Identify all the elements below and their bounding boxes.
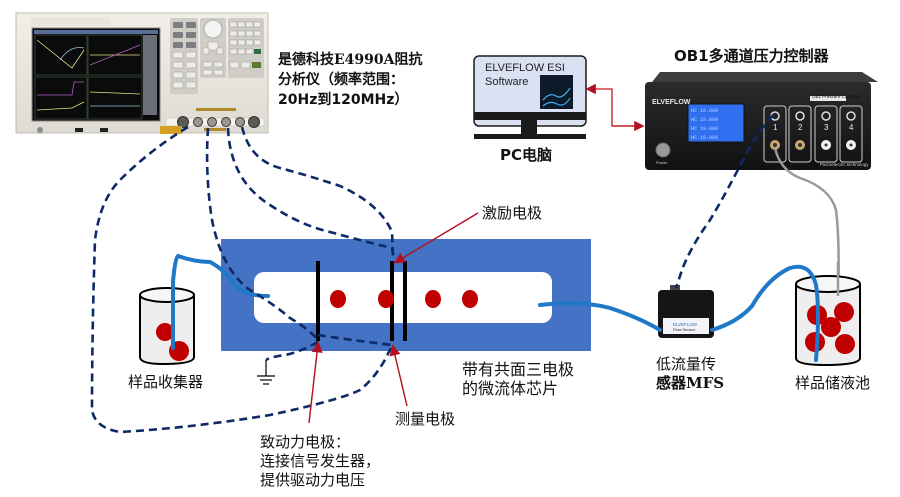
pc-link-arrow-left xyxy=(585,83,642,127)
analyzer-label-line1: 是德科技E4990A阻抗 xyxy=(278,52,423,68)
excitation-electrode-label: 激励电极 xyxy=(482,204,543,222)
svg-text:HC 10.000: HC 10.000 xyxy=(691,126,718,132)
channel-3: 3 xyxy=(824,123,829,132)
driving-pointer xyxy=(308,341,323,424)
driving-electrode xyxy=(316,261,320,341)
signal-cables xyxy=(90,114,774,434)
sample-collector xyxy=(139,287,195,366)
chip-label-line2: 的微流体芯片 xyxy=(462,379,559,398)
analyzer-label-line2: 分析仪（频率范围： xyxy=(278,72,404,88)
controller-brand: ELVEFLOW xyxy=(652,99,691,106)
pc-screen-line1: ELVEFLOW ESI xyxy=(485,62,565,74)
controller-power: Power xyxy=(656,160,668,165)
analyzer-screen xyxy=(34,34,157,120)
flow-sensor-label-line2: 感器MFS xyxy=(656,374,725,392)
svg-text:Flow Sensor: Flow Sensor xyxy=(673,327,696,332)
svg-text:HC 10.000: HC 10.000 xyxy=(691,108,718,114)
channel-2: 2 xyxy=(798,123,803,132)
pc-label: PC电脑 xyxy=(500,146,553,164)
svg-text:HC 10.000: HC 10.000 xyxy=(691,135,718,141)
flow-sensor-label: 低流量传 感器MFS xyxy=(656,355,724,393)
svg-text:HC 10.000: HC 10.000 xyxy=(691,117,718,123)
particles xyxy=(330,290,478,308)
chip-label-line1: 带有共面三电极 xyxy=(462,360,575,379)
pc-screen-text: ELVEFLOW ESI Software xyxy=(485,61,565,89)
pc-monitor xyxy=(473,55,587,139)
driving-label-line2: 连接信号发生器， xyxy=(260,452,381,470)
fluid-tubing xyxy=(171,253,820,362)
measurement-pointer xyxy=(389,344,408,407)
svg-text:ELVEFLOW: ELVEFLOW xyxy=(673,322,698,327)
analyzer-terminals xyxy=(177,116,260,128)
driving-label-line1: 致动力电极： xyxy=(260,433,351,451)
driving-label-line3: 提供驱动力电压 xyxy=(260,471,366,489)
reservoir-label: 样品储液池 xyxy=(795,374,871,392)
flow-sensor-label-line1: 低流量传 xyxy=(656,355,717,373)
chip-label: 带有共面三电极 的微流体芯片 xyxy=(462,360,574,398)
controller-panel-label: OB1 Pressure Controller xyxy=(812,94,862,99)
microfluidic-chip xyxy=(221,239,591,351)
flow-sensor-mfs: ELVEFLOW Flow Sensor xyxy=(658,285,714,338)
ground-icon xyxy=(257,360,275,385)
electrode-pointers xyxy=(308,212,479,424)
analyzer-label: 是德科技E4990A阻抗 分析仪（频率范围： 20Hz到120MHz） xyxy=(278,50,423,110)
excitation-pointer xyxy=(393,212,479,264)
pc-screen-line2: Software xyxy=(485,76,529,88)
measurement-electrode-label: 测量电极 xyxy=(395,410,456,428)
pressure-tube xyxy=(773,147,840,311)
ob1-controller: HC 10.000 HC 10.000 HC 10.000 HC 10.000 xyxy=(645,72,878,170)
channel-1: 1 xyxy=(773,123,778,132)
driving-electrode-label: 致动力电极： 连接信号发生器， 提供驱动力电压 xyxy=(260,433,380,490)
collector-label: 样品收集器 xyxy=(128,373,204,391)
impedance-analyzer xyxy=(15,12,269,134)
controller-footer: Piezoelectric technology xyxy=(820,162,869,167)
controller-title: OB1多通道压力控制器 xyxy=(674,47,829,65)
excitation-electrode xyxy=(403,261,407,341)
channel-4: 4 xyxy=(849,123,854,132)
analyzer-label-line3: 20Hz到120MHz） xyxy=(278,92,409,108)
sample-reservoir xyxy=(795,275,861,367)
